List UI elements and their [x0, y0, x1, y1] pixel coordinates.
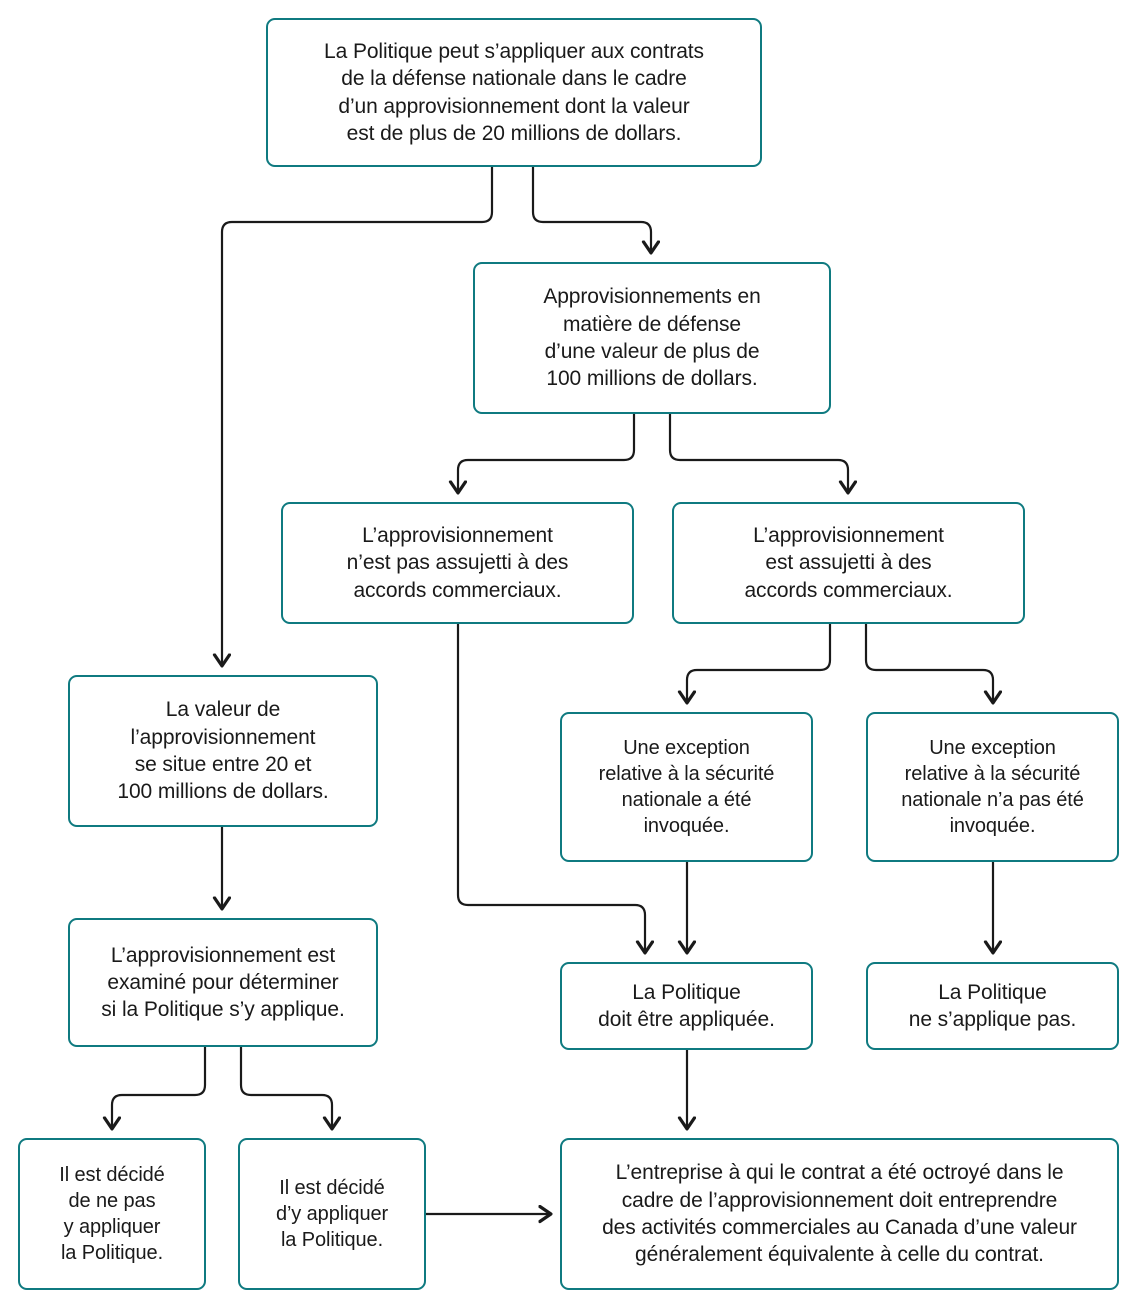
node-value-between-20-and-100m[interactable]: La valeur de l’approvisionnement se situ…	[68, 675, 378, 827]
node-decided-not-to-apply[interactable]: Il est décidé de ne pas y appliquer la P…	[18, 1138, 206, 1290]
node-final-business-obligation[interactable]: L’entreprise à qui le contrat a été octr…	[560, 1138, 1119, 1290]
node-security-exception-not-invoked[interactable]: Une exception relative à la sécurité nat…	[866, 712, 1119, 862]
edge-trade-to-exception-invoked	[687, 624, 832, 702]
node-decided-to-apply[interactable]: Il est décidé d’y appliquer la Politique…	[238, 1138, 426, 1290]
node-not-subject-trade-agreements[interactable]: L’approvisionnement n’est pas assujetti …	[281, 502, 634, 624]
edge-examined-to-decided-apply	[239, 1047, 332, 1128]
edge-trade-to-exception-not-invoked	[864, 624, 993, 702]
edge-defense100-to-trade	[668, 414, 848, 492]
edge-examined-to-decided-not-apply	[112, 1047, 207, 1128]
node-subject-trade-agreements[interactable]: L’approvisionnement est assujetti à des …	[672, 502, 1025, 624]
node-security-exception-invoked[interactable]: Une exception relative à la sécurité nat…	[560, 712, 813, 862]
edge-defense100-to-not-trade	[458, 414, 636, 492]
node-root[interactable]: La Politique peut s’appliquer aux contra…	[266, 18, 762, 167]
edge-root-to-defense100	[531, 167, 651, 252]
node-policy-does-not-apply[interactable]: La Politique ne s’applique pas.	[866, 962, 1119, 1050]
node-policy-must-apply[interactable]: La Politique doit être appliquée.	[560, 962, 813, 1050]
node-defense-over-100m[interactable]: Approvisionnements en matière de défense…	[473, 262, 831, 414]
node-procurement-examined[interactable]: L’approvisionnement est examiné pour dét…	[68, 918, 378, 1047]
